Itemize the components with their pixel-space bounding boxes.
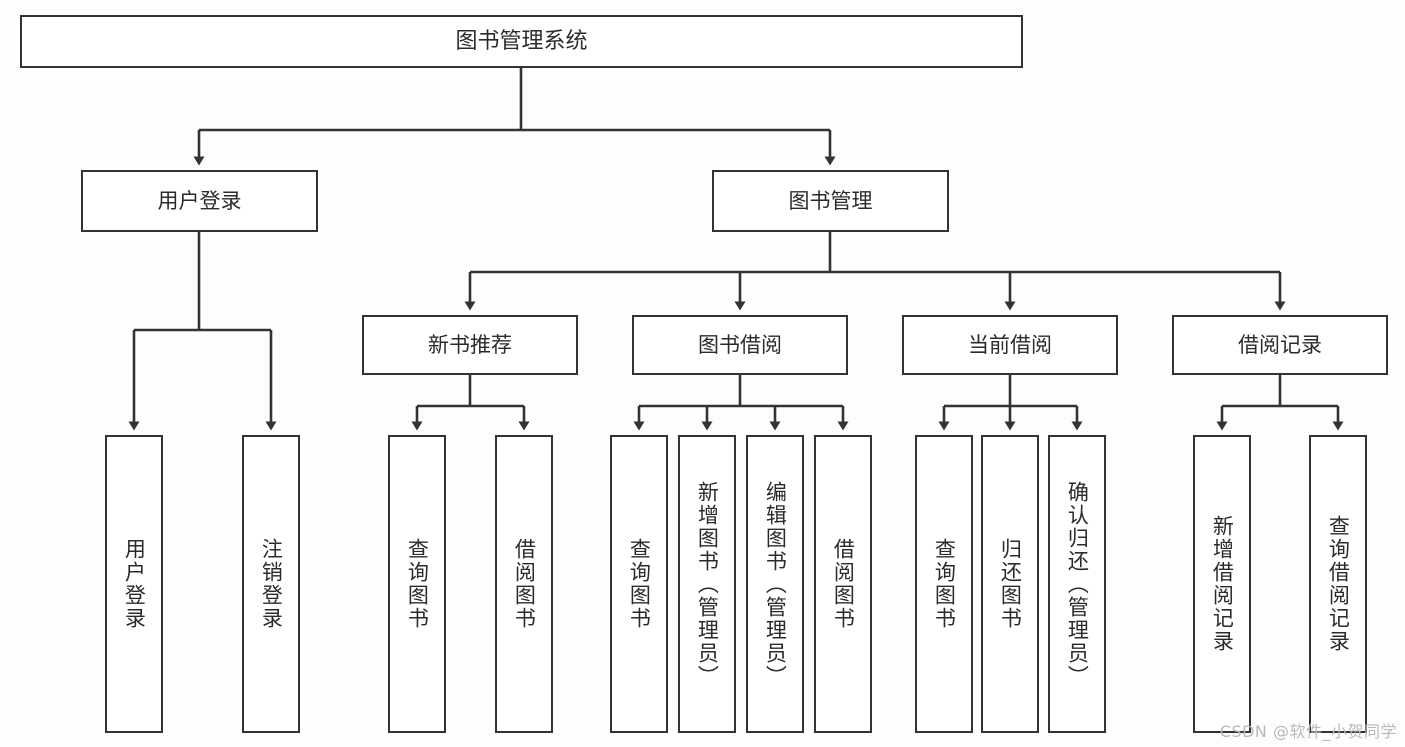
leaf-return-book[interactable]: 归还图书 bbox=[981, 435, 1039, 733]
node-label: 图书管理 bbox=[788, 188, 873, 213]
connector-root-to-level2 bbox=[193, 68, 836, 166]
leaf-borrow-book-borrow[interactable]: 借阅图书 bbox=[814, 435, 872, 733]
connector-bookborrow-to-leaves bbox=[633, 375, 849, 431]
node-user-login[interactable]: 用户登录 bbox=[81, 170, 318, 232]
node-label: 注销登录 bbox=[259, 538, 284, 630]
node-label: 编辑图书（管理员） bbox=[763, 480, 788, 688]
node-label: 图书管理系统 bbox=[455, 28, 588, 54]
leaf-logout-login[interactable]: 注销登录 bbox=[242, 435, 300, 733]
node-label: 用户登录 bbox=[157, 188, 242, 213]
connector-newbook-to-leaves bbox=[411, 375, 530, 431]
connector-bookmanage-to-level3 bbox=[464, 232, 1286, 311]
node-label: 借阅记录 bbox=[1238, 332, 1322, 357]
leaf-query-borrow-record[interactable]: 查询借阅记录 bbox=[1309, 435, 1367, 733]
node-label: 新增借阅记录 bbox=[1210, 515, 1235, 653]
node-label: 确认归还（管理员） bbox=[1065, 480, 1090, 688]
node-current-borrow[interactable]: 当前借阅 bbox=[902, 315, 1118, 375]
leaf-borrow-book-new-recommend[interactable]: 借阅图书 bbox=[495, 435, 553, 733]
node-label: 借阅图书 bbox=[831, 538, 856, 630]
leaf-query-book-borrow[interactable]: 查询图书 bbox=[610, 435, 668, 733]
node-book-manage[interactable]: 图书管理 bbox=[712, 170, 949, 232]
node-label: 用户登录 bbox=[122, 538, 147, 630]
leaf-query-book-new-recommend[interactable]: 查询图书 bbox=[388, 435, 446, 733]
leaf-query-book-current[interactable]: 查询图书 bbox=[915, 435, 973, 733]
node-label: 查询图书 bbox=[405, 538, 430, 630]
leaf-confirm-return-admin[interactable]: 确认归还（管理员） bbox=[1048, 435, 1106, 733]
node-book-borrow[interactable]: 图书借阅 bbox=[632, 315, 848, 375]
node-label: 当前借阅 bbox=[968, 332, 1052, 357]
node-label: 归还图书 bbox=[998, 538, 1023, 630]
leaf-add-borrow-record[interactable]: 新增借阅记录 bbox=[1193, 435, 1251, 733]
connector-currentborrow-to-leaves bbox=[938, 375, 1083, 431]
node-label: 查询图书 bbox=[627, 538, 652, 630]
leaf-add-book-admin[interactable]: 新增图书（管理员） bbox=[678, 435, 736, 733]
connector-userlogin-to-leaves bbox=[128, 232, 277, 431]
node-new-book-recommend[interactable]: 新书推荐 bbox=[362, 315, 578, 375]
node-label: 新书推荐 bbox=[428, 332, 512, 357]
node-root-book-management-system[interactable]: 图书管理系统 bbox=[20, 15, 1023, 68]
leaf-user-login[interactable]: 用户登录 bbox=[105, 435, 163, 733]
node-label: 新增图书（管理员） bbox=[695, 480, 720, 688]
connector-borrowrecord-to-leaves bbox=[1216, 375, 1344, 431]
node-label: 查询图书 bbox=[932, 538, 957, 630]
node-borrow-record[interactable]: 借阅记录 bbox=[1172, 315, 1388, 375]
node-label: 查询借阅记录 bbox=[1326, 515, 1351, 653]
leaf-edit-book-admin[interactable]: 编辑图书（管理员） bbox=[746, 435, 804, 733]
csdn-watermark: CSDN @软件_小贺同学 bbox=[1219, 722, 1397, 741]
node-label: 图书借阅 bbox=[698, 332, 782, 357]
node-label: 借阅图书 bbox=[512, 538, 537, 630]
